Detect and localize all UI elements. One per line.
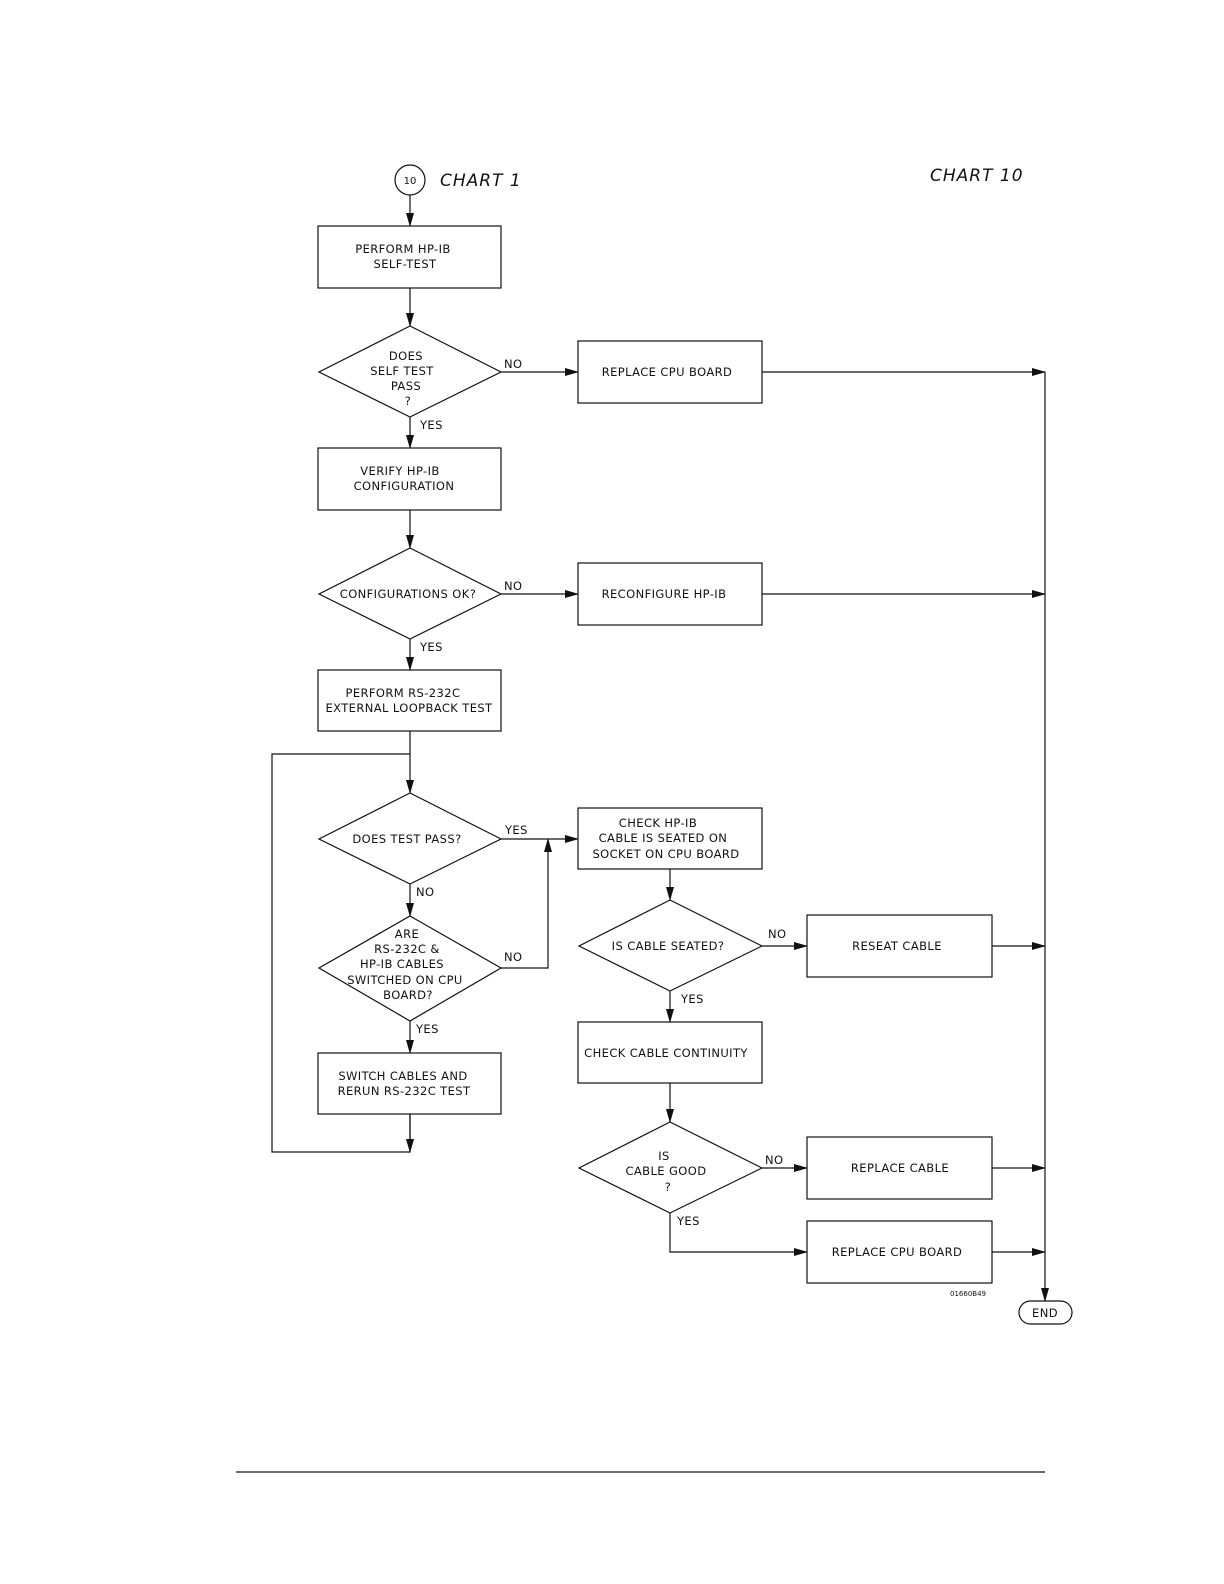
- verify-config-text: VERIFY HP-IB CONFIGURATION: [354, 464, 455, 493]
- self-test-pass-line: ?: [405, 394, 412, 408]
- no-label: NO: [416, 885, 434, 899]
- perform-loopback-line: PERFORM RS-232C: [346, 686, 461, 700]
- reconfigure-box: [577, 562, 763, 626]
- check-cable-seated-box: [577, 807, 763, 870]
- switch-cables-text: SWITCH CABLES AND RERUN RS-232C TEST: [338, 1069, 472, 1098]
- reseat-cable-box: [806, 914, 993, 978]
- perform-selftest-line: PERFORM HP-IB: [355, 242, 450, 256]
- reconfigure-text: RECONFIGURE HP-IB: [602, 587, 727, 601]
- perform-loopback-box: [317, 669, 502, 732]
- figure-id: 01660B49: [950, 1290, 986, 1298]
- cable-seated-diamond: [577, 899, 764, 992]
- connector-number: 10: [404, 176, 417, 187]
- end-text: END: [1032, 1306, 1058, 1320]
- self-test-pass-line: SELF TEST: [370, 364, 434, 378]
- switch-cables-box: [317, 1052, 502, 1115]
- yes-label: YES: [676, 1214, 700, 1228]
- end-terminal: [1018, 1300, 1073, 1325]
- perform-loopback-line: EXTERNAL LOOPBACK TEST: [326, 701, 494, 715]
- cables-switched-line: SWITCHED ON CPU: [347, 973, 463, 987]
- check-continuity-text: CHECK CABLE CONTINUITY: [584, 1046, 748, 1060]
- cables-switched-line: ARE: [395, 927, 419, 941]
- switch-cables-line: RERUN RS-232C TEST: [338, 1084, 471, 1098]
- config-ok-diamond: [317, 547, 503, 640]
- cables-switched-diamond: [317, 915, 503, 1022]
- no-label: NO: [504, 357, 522, 371]
- reseat-cable-text: RESEAT CABLE: [852, 939, 942, 953]
- check-cable-seated-line: CHECK HP-IB: [619, 816, 697, 830]
- switch-cables-line: SWITCH CABLES AND: [338, 1069, 467, 1083]
- self-test-pass-line: DOES: [389, 349, 423, 363]
- config-ok-text: CONFIGURATIONS OK?: [340, 587, 476, 601]
- connector-lines: [271, 195, 1049, 1302]
- check-cable-seated-line: SOCKET ON CPU BOARD: [592, 847, 739, 861]
- check-continuity-box: [577, 1021, 763, 1084]
- check-cable-seated-line: CABLE IS SEATED ON: [599, 831, 728, 845]
- yes-label: YES: [504, 823, 528, 837]
- perform-loopback-text: PERFORM RS-232C EXTERNAL LOOPBACK TEST: [326, 686, 494, 715]
- cable-seated-text: IS CABLE SEATED?: [612, 939, 725, 953]
- self-test-pass-text: DOES SELF TEST PASS ?: [370, 349, 438, 408]
- no-label: NO: [504, 579, 522, 593]
- verify-config-line: VERIFY HP-IB: [360, 464, 439, 478]
- test-pass-diamond: [317, 792, 503, 885]
- replace-cpu-text-1: REPLACE CPU BOARD: [602, 365, 733, 379]
- perform-selftest-box: [317, 225, 502, 289]
- cables-switched-text: ARE RS-232C & HP-IB CABLES SWITCHED ON C…: [347, 927, 467, 1002]
- replace-cpu-box-1: [577, 340, 763, 404]
- self-test-pass-diamond: [317, 325, 503, 418]
- yes-label: YES: [680, 992, 704, 1006]
- perform-selftest-line: SELF-TEST: [374, 257, 437, 271]
- yes-label: YES: [415, 1022, 439, 1036]
- yes-label: YES: [419, 640, 443, 654]
- replace-cable-text: REPLACE CABLE: [851, 1161, 949, 1175]
- test-pass-text: DOES TEST PASS?: [352, 832, 461, 846]
- cables-switched-line: RS-232C &: [374, 942, 440, 956]
- no-label: NO: [504, 950, 522, 964]
- perform-selftest-text: PERFORM HP-IB SELF-TEST: [355, 242, 454, 271]
- check-cable-seated-text: CHECK HP-IB CABLE IS SEATED ON SOCKET ON…: [592, 816, 739, 861]
- yes-label: YES: [419, 418, 443, 432]
- replace-cpu-text-2: REPLACE CPU BOARD: [832, 1245, 963, 1259]
- self-test-pass-line: PASS: [391, 379, 421, 393]
- replace-cpu-box-2: [806, 1220, 993, 1284]
- cables-switched-line: HP-IB CABLES: [360, 957, 444, 971]
- connector-ref: CHART 1: [440, 171, 522, 191]
- verify-config-box: [317, 447, 502, 511]
- cable-good-diamond: [577, 1121, 764, 1214]
- cable-good-text: IS CABLE GOOD ?: [625, 1149, 710, 1194]
- replace-cable-box: [806, 1136, 993, 1200]
- no-label: NO: [768, 927, 786, 941]
- cable-good-line: CABLE GOOD: [625, 1164, 706, 1178]
- chart-title: CHART 10: [930, 166, 1024, 186]
- verify-config-line: CONFIGURATION: [354, 479, 455, 493]
- cables-switched-line: BOARD?: [383, 988, 433, 1002]
- cable-good-line: IS: [658, 1149, 670, 1163]
- no-label: NO: [765, 1153, 783, 1167]
- cable-good-line: ?: [665, 1180, 672, 1194]
